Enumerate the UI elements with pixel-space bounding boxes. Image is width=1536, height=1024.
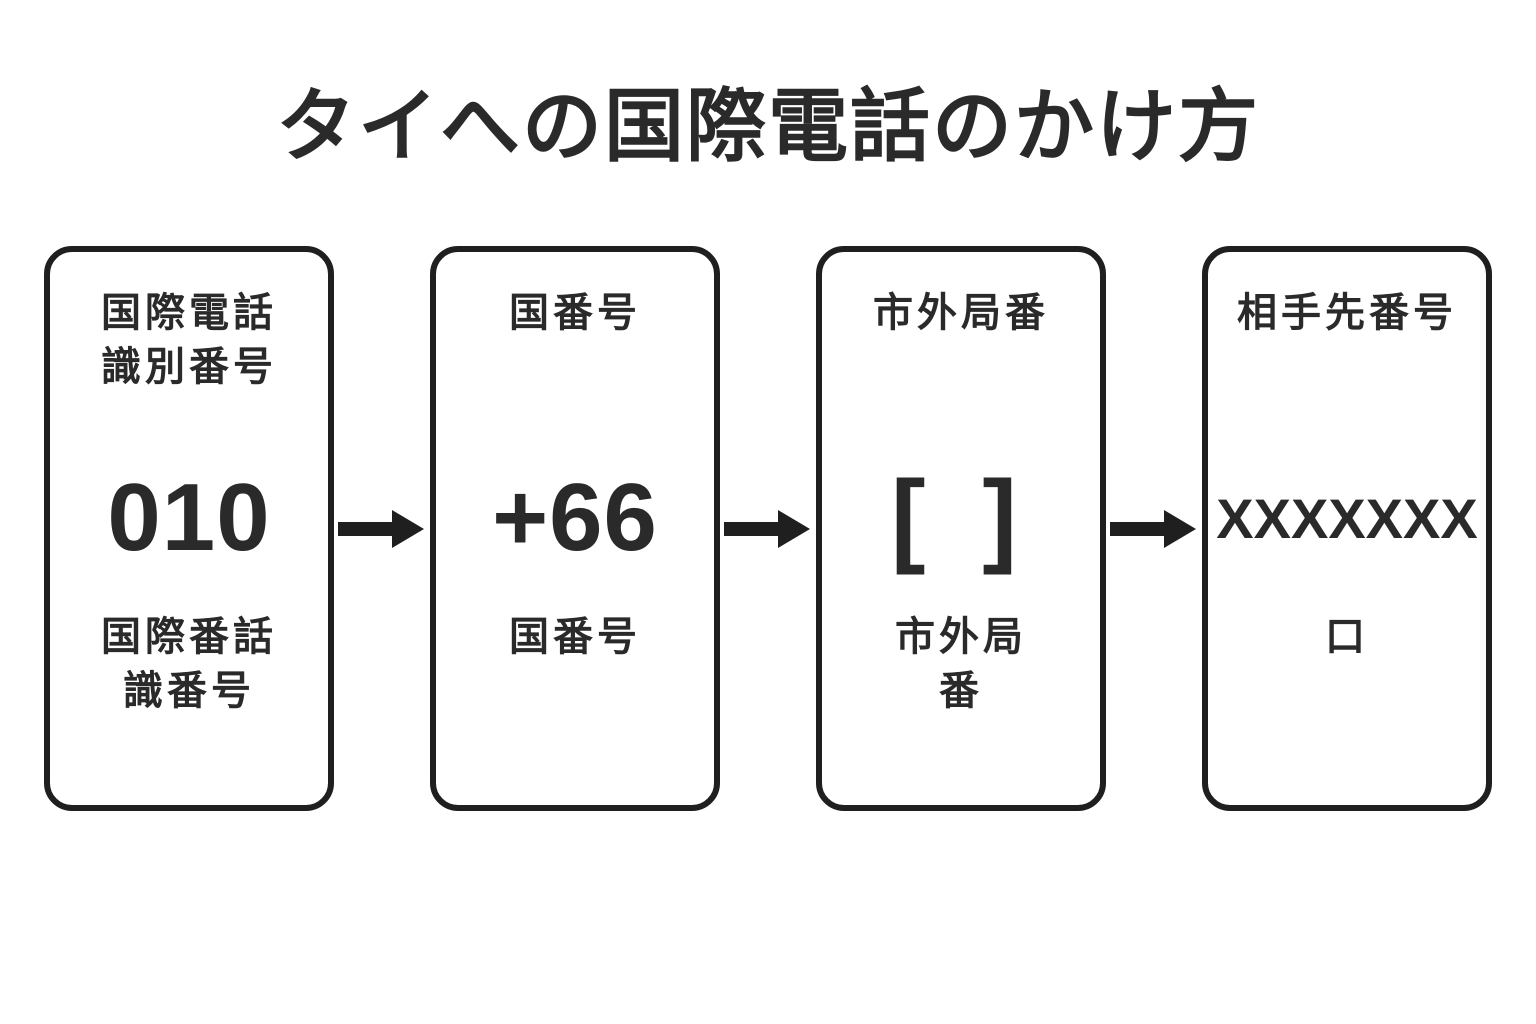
step-value: +66 [492, 464, 658, 571]
step-bottom-zone: 国際番話 識番号 [101, 610, 277, 775]
steps-row: 国際電話 識別番号 010 国際番話 識番号 国番号 +66 国番号 [0, 246, 1536, 811]
step-bottom-label: 市外局 番 [895, 615, 1027, 713]
step-bottom-zone: 口 [1325, 610, 1369, 775]
step-bottom-zone: 市外局 番 [895, 610, 1027, 775]
page-title: タイへの国際電話のかけ方 [276, 82, 1260, 171]
step-top-zone: 市外局番 [873, 286, 1049, 426]
step-value: 010 [107, 464, 271, 571]
step-value: [ ] [890, 459, 1032, 576]
arrow-right-icon [338, 509, 424, 548]
step-top-label: 市外局番 [873, 291, 1049, 335]
step-box-subscriber-number: 相手先番号 XXXXXXX 口 [1202, 246, 1492, 811]
step-top-label: 国際電話 識別番号 [101, 291, 277, 389]
step-box-international-prefix: 国際電話 識別番号 010 国際番話 識番号 [44, 246, 334, 811]
step-top-zone: 国番号 [509, 286, 641, 426]
step-bottom-label: 国際番話 識番号 [101, 615, 277, 713]
step-value: XXXXXXX [1216, 486, 1478, 550]
step-bottom-label: 口 [1325, 615, 1369, 659]
step-bottom-label: 国番号 [509, 615, 641, 659]
step-box-area-code: 市外局番 [ ] 市外局 番 [816, 246, 1106, 811]
step-bottom-zone: 国番号 [509, 610, 641, 775]
step-value-zone: 010 [60, 426, 318, 610]
step-top-zone: 国際電話 識別番号 [101, 286, 277, 426]
step-top-label: 国番号 [509, 291, 641, 335]
step-box-country-code: 国番号 +66 国番号 [430, 246, 720, 811]
arrow-right-icon [1110, 509, 1196, 548]
step-top-zone: 相手先番号 [1237, 286, 1457, 426]
arrow-right-icon [724, 509, 810, 548]
step-value-zone: [ ] [832, 426, 1090, 610]
step-value-zone: XXXXXXX [1216, 426, 1478, 610]
step-top-label: 相手先番号 [1237, 291, 1457, 335]
diagram-canvas: タイへの国際電話のかけ方 国際電話 識別番号 010 国際番話 識番号 国番号 … [0, 62, 1536, 1024]
step-value-zone: +66 [446, 426, 704, 610]
